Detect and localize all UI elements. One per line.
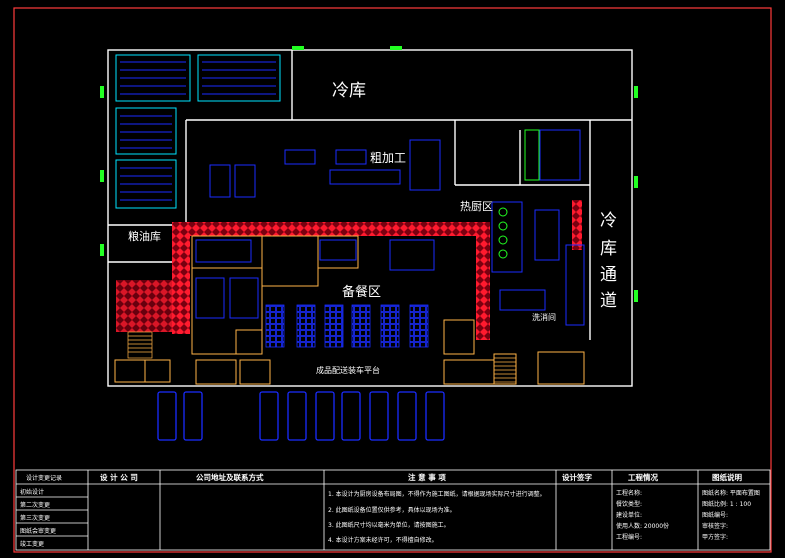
tb-drawing-sign: 审核签字:	[702, 522, 728, 530]
label-cold-corridor-4: 道	[600, 291, 617, 311]
tb-drawing-header: 图纸说明	[712, 472, 742, 482]
label-cold-corridor-1: 冷	[600, 211, 617, 231]
title-block	[15, 469, 771, 551]
tb-note-3: 3. 此图纸尺寸均以毫米为单位，请按图施工。	[328, 521, 450, 529]
tb-project-area: 使用人数: 20000份	[616, 522, 669, 530]
label-hot-kitchen: 热厨区	[460, 200, 493, 213]
tb-company-contact: 公司地址及联系方式	[196, 472, 264, 482]
tb-note-4: 4. 本设计方案未经许可，不得擅自修改。	[328, 536, 438, 544]
tb-drawing-name: 图纸名称: 平面布置图	[702, 489, 760, 497]
label-cold-corridor-2: 库	[600, 239, 617, 259]
tb-rev-4: 图纸会审变更	[20, 527, 56, 535]
outer-frame	[13, 7, 772, 553]
label-rough-processing: 粗加工	[370, 151, 406, 165]
tb-rev-1: 初始设计	[20, 488, 44, 496]
tb-sign-header: 设计签字	[562, 472, 592, 482]
tb-notes-header: 注 意 事 项	[408, 472, 446, 482]
label-cold-corridor-3: 通	[600, 265, 617, 285]
tb-project-no: 工程编号:	[616, 533, 642, 541]
tb-rev-2: 第二次变更	[20, 501, 50, 509]
red-channel	[116, 200, 582, 340]
tb-note-1: 1. 本设计为厨房设备布局图，不得作为施工图纸，请根据现场实际尺寸进行调整。	[328, 490, 546, 498]
label-delivery-platform: 成品配送装车平台	[316, 365, 380, 375]
stairs	[127, 331, 517, 383]
tb-project-name: 工程名称:	[616, 489, 642, 497]
label-prep-area: 备餐区	[342, 284, 381, 300]
label-dish-wash: 洗消间	[532, 312, 556, 322]
tb-project-header: 工程情况	[628, 472, 658, 482]
tb-revision-header: 设计变更记录	[26, 474, 62, 482]
tb-drawing-party: 甲方签字:	[702, 533, 728, 541]
tb-project-builder: 建设单位:	[616, 511, 642, 519]
label-cold-storage: 冷库	[332, 81, 366, 101]
storage-shelves	[115, 54, 281, 209]
tb-drawing-scale: 图纸比例: 1 : 100	[702, 500, 751, 508]
prep-area-tables	[265, 304, 429, 348]
tb-design-company: 设 计 公 司	[100, 472, 138, 482]
tb-rev-3: 第三次变更	[20, 514, 50, 522]
building-walls	[107, 49, 633, 387]
kitchen-equipment	[195, 129, 585, 326]
tb-drawing-no: 图纸编号:	[702, 511, 728, 519]
label-grain-oil: 粮油库	[128, 229, 161, 243]
tb-rev-5: 竣工变更	[20, 540, 44, 548]
column-markers	[100, 46, 638, 302]
interior-walls	[114, 235, 585, 385]
tb-project-type: 餐饮类型:	[616, 500, 642, 508]
delivery-vehicles	[157, 391, 445, 441]
tb-note-2: 2. 此图纸设备位置仅供参考，具体以现场为准。	[328, 506, 456, 514]
